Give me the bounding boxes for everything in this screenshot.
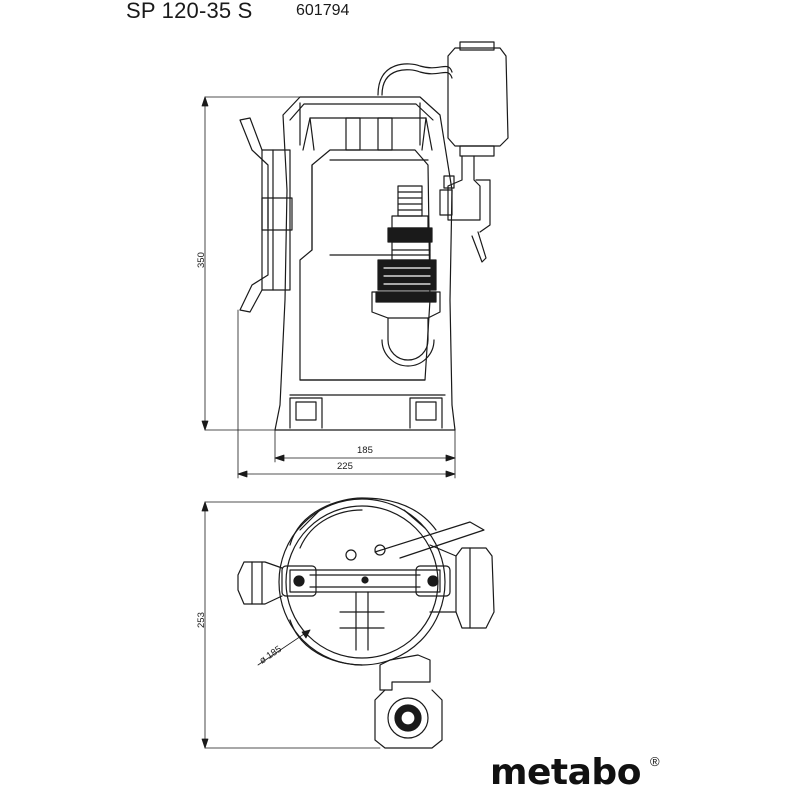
dim-height-label: 350 <box>196 252 207 268</box>
pump-body <box>274 96 456 431</box>
float-switch <box>377 41 509 263</box>
dimension-lines <box>201 96 456 479</box>
model-title: SP 120-35 S <box>126 0 253 23</box>
top-float-switch <box>455 547 495 629</box>
hose-connector <box>371 185 441 367</box>
outlet <box>379 654 431 691</box>
dim-base-width-label: 185 <box>357 445 373 456</box>
dim-overall-width-label: 225 <box>337 461 353 472</box>
top-handle-bar <box>289 569 441 593</box>
side-view <box>201 41 509 479</box>
registered-mark: ® <box>650 754 660 769</box>
article-number: 601794 <box>296 2 350 19</box>
side-handle <box>239 117 293 313</box>
foot-right <box>409 397 443 429</box>
dim-depth-label: 253 <box>196 612 207 628</box>
dim-diameter-label: ø 185 <box>258 644 284 667</box>
foot-left <box>289 397 323 429</box>
top-side-handle <box>237 561 283 605</box>
brand-logo: metabo <box>490 752 641 793</box>
carry-handle <box>302 117 433 151</box>
top-view <box>201 497 495 749</box>
